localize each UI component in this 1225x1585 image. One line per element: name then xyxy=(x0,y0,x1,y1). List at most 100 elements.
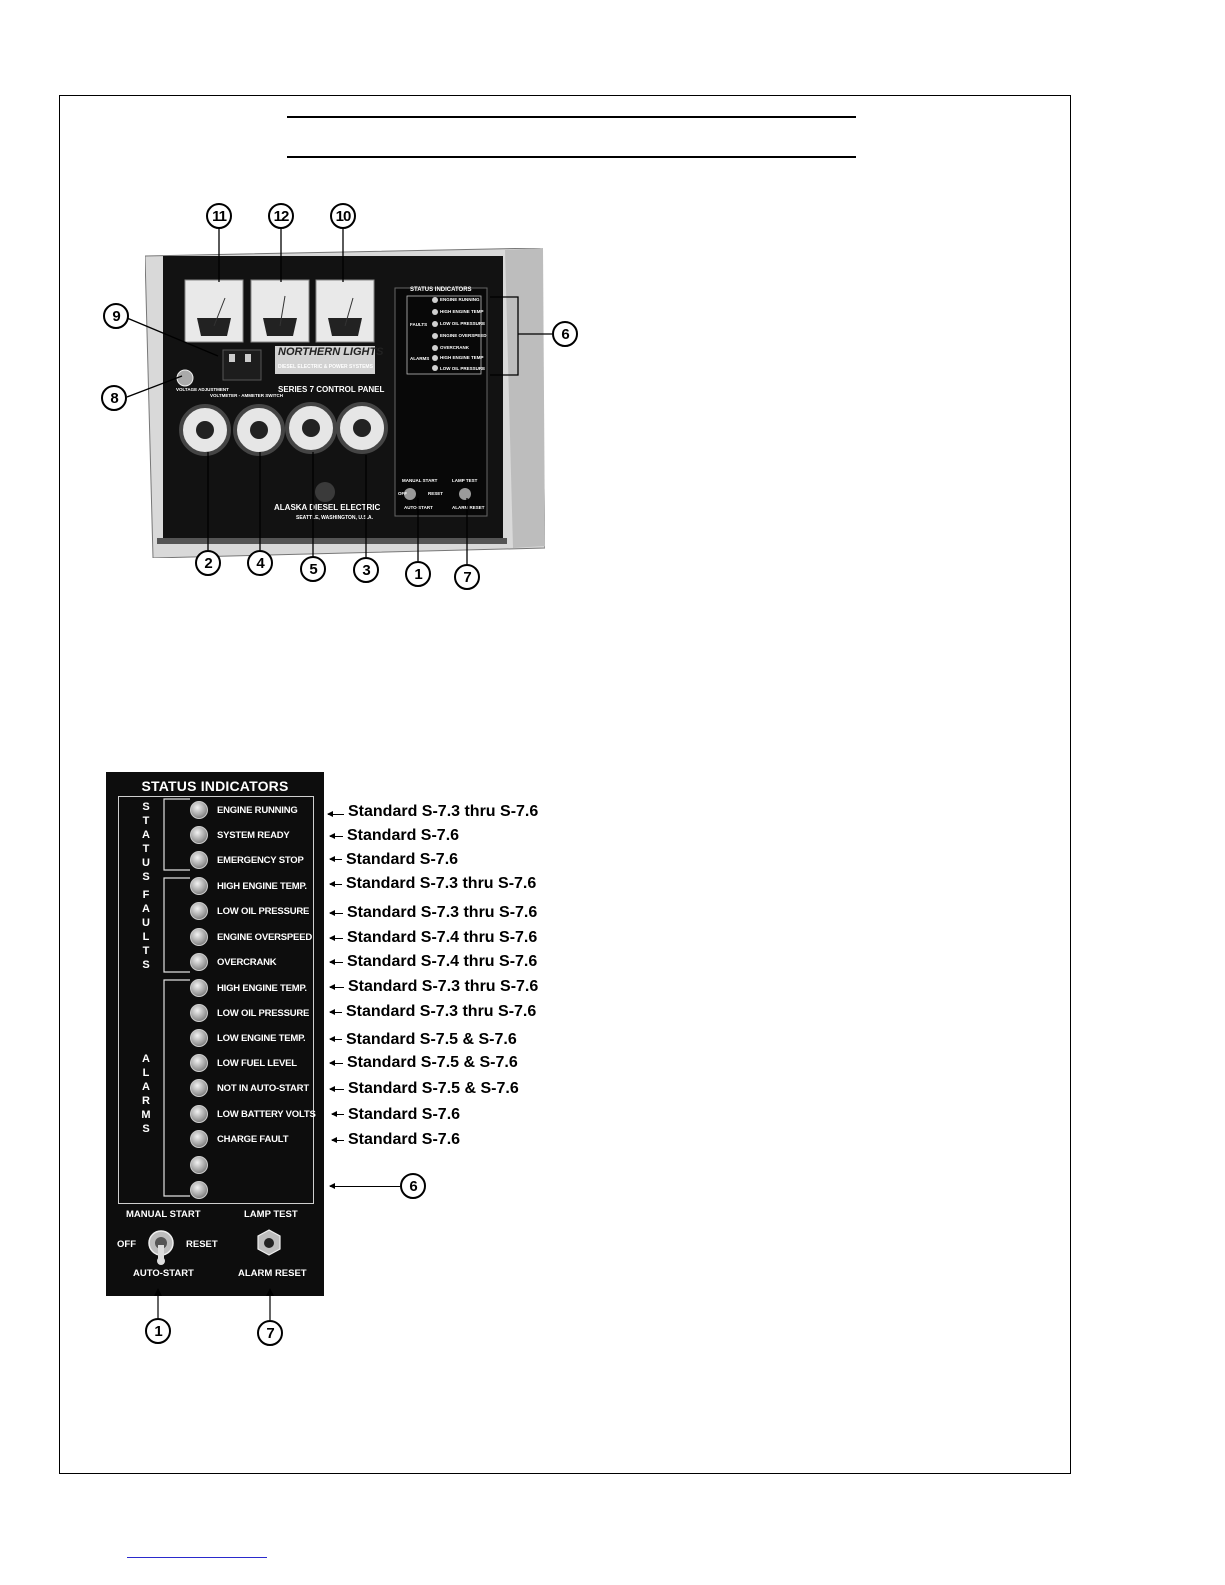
auto-start-label: AUTO-START xyxy=(133,1268,194,1279)
standard-label: Standard S-7.5 & S-7.6 xyxy=(347,1054,518,1071)
leader-arrow xyxy=(329,959,343,965)
indicator-row: NOT IN AUTO-START xyxy=(190,1078,309,1098)
indicator-label: OVERCRANK xyxy=(217,956,277,968)
indicator-row: HIGH ENGINE TEMP. xyxy=(190,978,307,998)
indicator-label: ENGINE RUNNING xyxy=(217,804,298,816)
standard-label: Standard S-7.4 thru S-7.6 xyxy=(347,929,538,946)
mini-indicator: ENGINE RUNNING xyxy=(440,297,480,302)
group-faults-label: FAULTS xyxy=(142,889,150,971)
leader-arrow xyxy=(329,856,342,862)
standard-label: Standard S-7.3 thru S-7.6 xyxy=(346,1003,537,1020)
leader-arrow xyxy=(329,984,344,990)
voltage-adjustment-label: VOLTAGE ADJUSTMENT xyxy=(176,387,229,392)
indicator-lamp xyxy=(190,928,208,946)
manual-start-switch[interactable] xyxy=(146,1227,176,1267)
indicator-lamp xyxy=(190,1105,208,1123)
control-panel-photo xyxy=(145,248,545,558)
indicator-label: CHARGE FAULT xyxy=(217,1133,289,1145)
panel-title: SERIES 7 CONTROL PANEL xyxy=(278,385,385,394)
mini-faults-label: FAULTS xyxy=(410,322,428,327)
indicator-row: SYSTEM READY xyxy=(190,825,290,845)
indicator-lamp xyxy=(190,1029,208,1047)
page-frame xyxy=(59,95,1071,1474)
callout-1-status: 1 xyxy=(145,1318,171,1344)
callout-6: 6 xyxy=(552,321,578,347)
indicator-lamp xyxy=(190,1156,208,1174)
indicator-lamp xyxy=(190,953,208,971)
group-alarms-label: ALARMS xyxy=(141,1053,151,1135)
mini-indicator: ENGINE OVERSPEED xyxy=(440,333,487,338)
indicator-label: LOW OIL PRESSURE xyxy=(217,1007,310,1019)
standard-label: Standard S-7.3 thru S-7.6 xyxy=(347,904,538,921)
group-status-label: STATUS xyxy=(142,801,150,883)
indicator-row: EMERGENCY STOP xyxy=(190,850,304,870)
leader-arrow xyxy=(329,833,343,839)
indicator-label: LOW OIL PRESSURE xyxy=(217,905,310,917)
reset-label: RESET xyxy=(186,1239,218,1250)
leader-arrow xyxy=(329,935,343,941)
indicator-label: SYSTEM READY xyxy=(217,829,290,841)
status-panel-title: STATUS INDICATORS xyxy=(141,778,289,794)
indicator-lamp xyxy=(190,801,208,819)
indicator-lamp xyxy=(190,902,208,920)
indicator-box xyxy=(118,796,314,1204)
callout-7: 7 xyxy=(454,564,480,590)
lamp-test-switch[interactable] xyxy=(254,1227,284,1261)
callout-9: 9 xyxy=(103,303,129,329)
mini-status-title: STATUS INDICATORS xyxy=(410,287,472,293)
mini-manual-start: MANUAL START xyxy=(402,478,438,483)
brand-logo-text: NORTHERN LIGHTS xyxy=(278,346,384,358)
indicator-label: ENGINE OVERSPEED xyxy=(217,931,312,943)
indicator-lamp xyxy=(190,1130,208,1148)
indicator-row: OVERCRANK xyxy=(190,952,277,972)
callout-10: 10 xyxy=(330,203,356,229)
indicator-row: LOW ENGINE TEMP. xyxy=(190,1028,306,1048)
callout-4: 4 xyxy=(247,550,273,576)
indicator-label: LOW BATTERY VOLTS xyxy=(217,1108,316,1120)
leader-arrow xyxy=(331,1137,344,1143)
mini-reset: RESET xyxy=(428,491,444,496)
callout-2: 2 xyxy=(195,550,221,576)
leader-arrow xyxy=(329,881,342,887)
indicator-lamp xyxy=(190,851,208,869)
callout-5: 5 xyxy=(300,556,326,582)
indicator-lamp xyxy=(190,1079,208,1097)
indicator-lamp xyxy=(190,1054,208,1072)
standard-label: Standard S-7.3 thru S-7.6 xyxy=(348,978,539,995)
leader-arrow xyxy=(327,811,344,817)
leader-arrow xyxy=(329,910,343,916)
lamp-test-label: LAMP TEST xyxy=(244,1209,298,1220)
callout-11: 11 xyxy=(206,203,232,229)
leader-arrow xyxy=(329,1086,344,1092)
indicator-label: EMERGENCY STOP xyxy=(217,854,304,866)
indicator-row: HIGH ENGINE TEMP. xyxy=(190,876,307,896)
leader-arrow xyxy=(331,1111,344,1117)
callout-1: 1 xyxy=(405,561,431,587)
callout-3: 3 xyxy=(353,557,379,583)
standard-label: Standard S-7.5 & S-7.6 xyxy=(348,1080,519,1097)
standard-label: Standard S-7.6 xyxy=(346,851,459,868)
group-brackets xyxy=(163,798,190,1197)
indicator-label: HIGH ENGINE TEMP. xyxy=(217,880,307,892)
standard-label: Standard S-7.6 xyxy=(348,1106,461,1123)
callout-12: 12 xyxy=(268,203,294,229)
indicator-label: LOW FUEL LEVEL xyxy=(217,1057,297,1069)
indicator-label: LOW ENGINE TEMP. xyxy=(217,1032,306,1044)
indicator-row: LOW OIL PRESSURE xyxy=(190,1003,309,1023)
footer-link-underline[interactable] xyxy=(127,1557,267,1558)
indicator-lamp xyxy=(190,979,208,997)
standard-label: Standard S-7.6 xyxy=(347,827,460,844)
mini-off: OFF xyxy=(398,491,407,496)
indicator-label: NOT IN AUTO-START xyxy=(217,1082,309,1094)
leader-arrow xyxy=(329,1036,342,1042)
indicator-row: ENGINE RUNNING xyxy=(190,800,298,820)
alarm-reset-label: ALARM RESET xyxy=(238,1268,307,1279)
manual-start-label: MANUAL START xyxy=(126,1209,201,1220)
indicator-row: LOW FUEL LEVEL xyxy=(190,1053,297,1073)
indicator-row xyxy=(190,1155,217,1175)
header-rule-top xyxy=(287,116,856,118)
callout-7-status: 7 xyxy=(257,1320,283,1346)
indicator-lamp xyxy=(190,826,208,844)
